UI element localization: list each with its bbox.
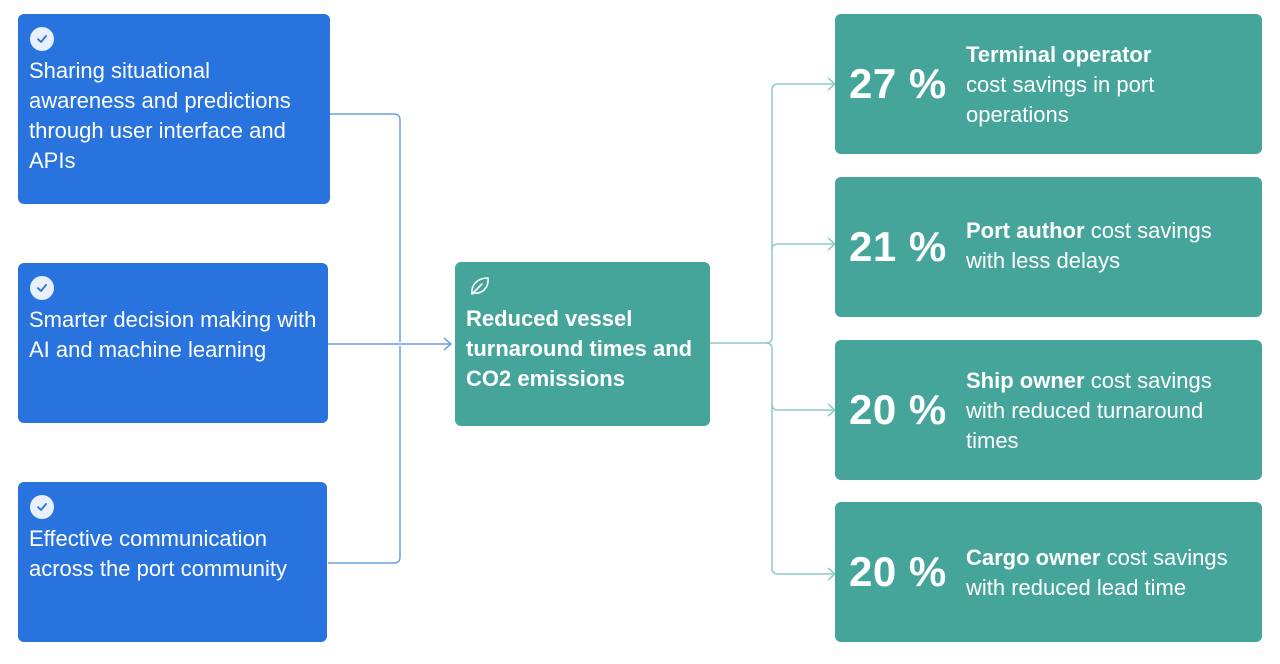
outcome-detail: cost savings with reduced turnaround tim… (966, 368, 1212, 453)
input-card-text: Smarter decision making with AI and mach… (29, 307, 317, 362)
connector-output-down (765, 342, 834, 575)
outcome-role: Terminal operator (966, 42, 1152, 67)
outcome-description: Cargo owner cost savings with reduced le… (966, 543, 1254, 603)
connector-output-3 (771, 403, 834, 411)
outcome-detail: cost savings with reduced lead time (966, 545, 1228, 600)
check-icon (30, 27, 54, 51)
outcome-card: 20 % Ship owner cost savings with reduce… (835, 340, 1262, 480)
check-icon (30, 495, 54, 519)
input-card: Smarter decision making with AI and mach… (18, 263, 328, 423)
outcome-role: Cargo owner (966, 545, 1101, 570)
input-card: Effective communication across the port … (18, 482, 327, 642)
center-title: Reduced vessel turnaround times and CO2 … (466, 306, 693, 391)
outcome-percent: 20 % (849, 548, 947, 595)
connector-input-3 (328, 346, 401, 564)
outcome-role: Port author (966, 218, 1085, 243)
connector-output-trunk (710, 83, 834, 344)
connector-input-1 (330, 113, 401, 342)
outcome-card: 21 % Port author cost savings with less … (835, 177, 1262, 317)
check-icon (30, 276, 54, 300)
connector-input-arrow (443, 337, 453, 351)
input-card-text: Sharing situational awareness and predic… (29, 58, 291, 173)
outcome-description: Terminal operator cost savings in port o… (966, 40, 1254, 130)
outcome-role: Ship owner (966, 368, 1085, 393)
outcome-percent: 21 % (849, 223, 947, 270)
input-card-text: Effective communication across the port … (29, 526, 287, 581)
outcome-card: 27 % Terminal operator cost savings in p… (835, 14, 1262, 154)
outcome-percent: 20 % (849, 386, 947, 433)
connector-output-2 (771, 243, 834, 251)
outcome-detail: cost savings in port operations (966, 72, 1155, 127)
input-card: Sharing situational awareness and predic… (18, 14, 330, 204)
outcome-card: 20 % Cargo owner cost savings with reduc… (835, 502, 1262, 642)
leaf-icon (471, 277, 489, 295)
center-outcome-card: Reduced vessel turnaround times and CO2 … (455, 262, 710, 426)
outcome-percent: 27 % (849, 60, 947, 107)
outcome-description: Ship owner cost savings with reduced tur… (966, 366, 1254, 456)
outcome-description: Port author cost savings with less delay… (966, 216, 1254, 276)
outcome-detail: cost savings with less delays (966, 218, 1212, 273)
